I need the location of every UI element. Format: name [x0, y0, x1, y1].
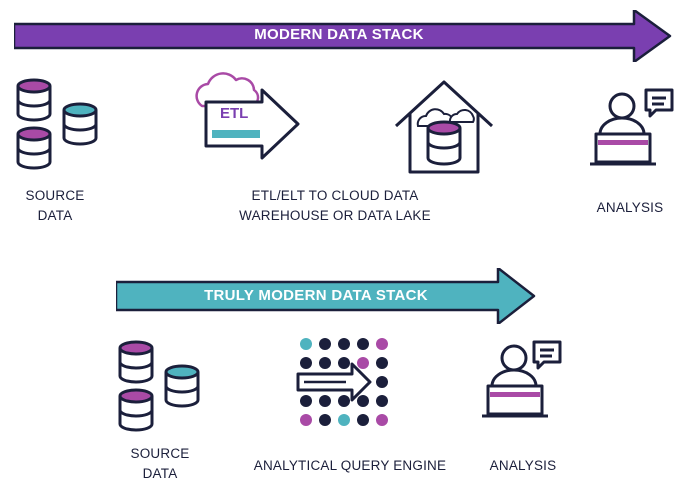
caption-line: DATA	[37, 208, 73, 223]
grid-dot	[319, 338, 331, 350]
grid-dot	[376, 357, 388, 369]
source-data-caption-top: SOURCE DATA	[10, 186, 100, 226]
analysis-caption-top: ANALYSIS	[585, 198, 675, 218]
caption-line: SOURCE	[130, 446, 190, 461]
grid-dot	[376, 414, 388, 426]
grid-dot	[319, 395, 331, 407]
grid-dot	[357, 395, 369, 407]
grid-dot	[357, 338, 369, 350]
grid-dot	[300, 338, 312, 350]
caption-line: ANALYTICAL QUERY ENGINE	[253, 458, 447, 473]
grid-dot	[376, 376, 388, 388]
person-laptop-chat-icon	[586, 86, 676, 172]
database-stack-icon	[14, 78, 104, 178]
grid-dot	[300, 414, 312, 426]
grid-dot	[319, 414, 331, 426]
grid-dot	[357, 414, 369, 426]
etl-caption: ETL/ELT TO CLOUD DATA WAREHOUSE OR DATA …	[225, 186, 445, 226]
truly-modern-data-stack-title: TRULY MODERN DATA STACK	[204, 287, 428, 304]
grid-dot	[300, 395, 312, 407]
caption-line: WAREHOUSE OR DATA LAKE	[239, 208, 431, 223]
grid-dot	[376, 338, 388, 350]
grid-dot	[376, 395, 388, 407]
caption-line: ANALYSIS	[596, 200, 664, 215]
grid-dot	[338, 357, 350, 369]
analysis-caption-bottom: ANALYSIS	[478, 456, 568, 476]
query-engine-grid-icon	[296, 334, 392, 430]
etl-cloud-arrow-icon: ETL	[190, 72, 305, 164]
database-stack-icon	[116, 340, 206, 440]
truly-modern-data-stack-arrow: TRULY MODERN DATA STACK	[116, 268, 536, 324]
modern-data-stack-title: MODERN DATA STACK	[254, 26, 424, 43]
grid-dot	[319, 357, 331, 369]
caption-line: ANALYSIS	[489, 458, 557, 473]
source-data-caption-bottom: SOURCE DATA	[115, 444, 205, 484]
grid-dot	[338, 395, 350, 407]
etl-label: ETL	[220, 105, 249, 122]
caption-line: SOURCE	[25, 188, 85, 203]
caption-line: DATA	[142, 466, 178, 481]
grid-dot	[338, 338, 350, 350]
grid-dot	[357, 357, 369, 369]
person-laptop-chat-icon	[482, 338, 572, 424]
cloud-house-database-icon	[392, 76, 496, 180]
modern-data-stack-arrow: MODERN DATA STACK	[14, 10, 672, 62]
caption-line: ETL/ELT TO CLOUD DATA	[251, 188, 419, 203]
query-engine-caption: ANALYTICAL QUERY ENGINE	[240, 456, 460, 476]
grid-dot	[338, 414, 350, 426]
grid-dot	[300, 357, 312, 369]
